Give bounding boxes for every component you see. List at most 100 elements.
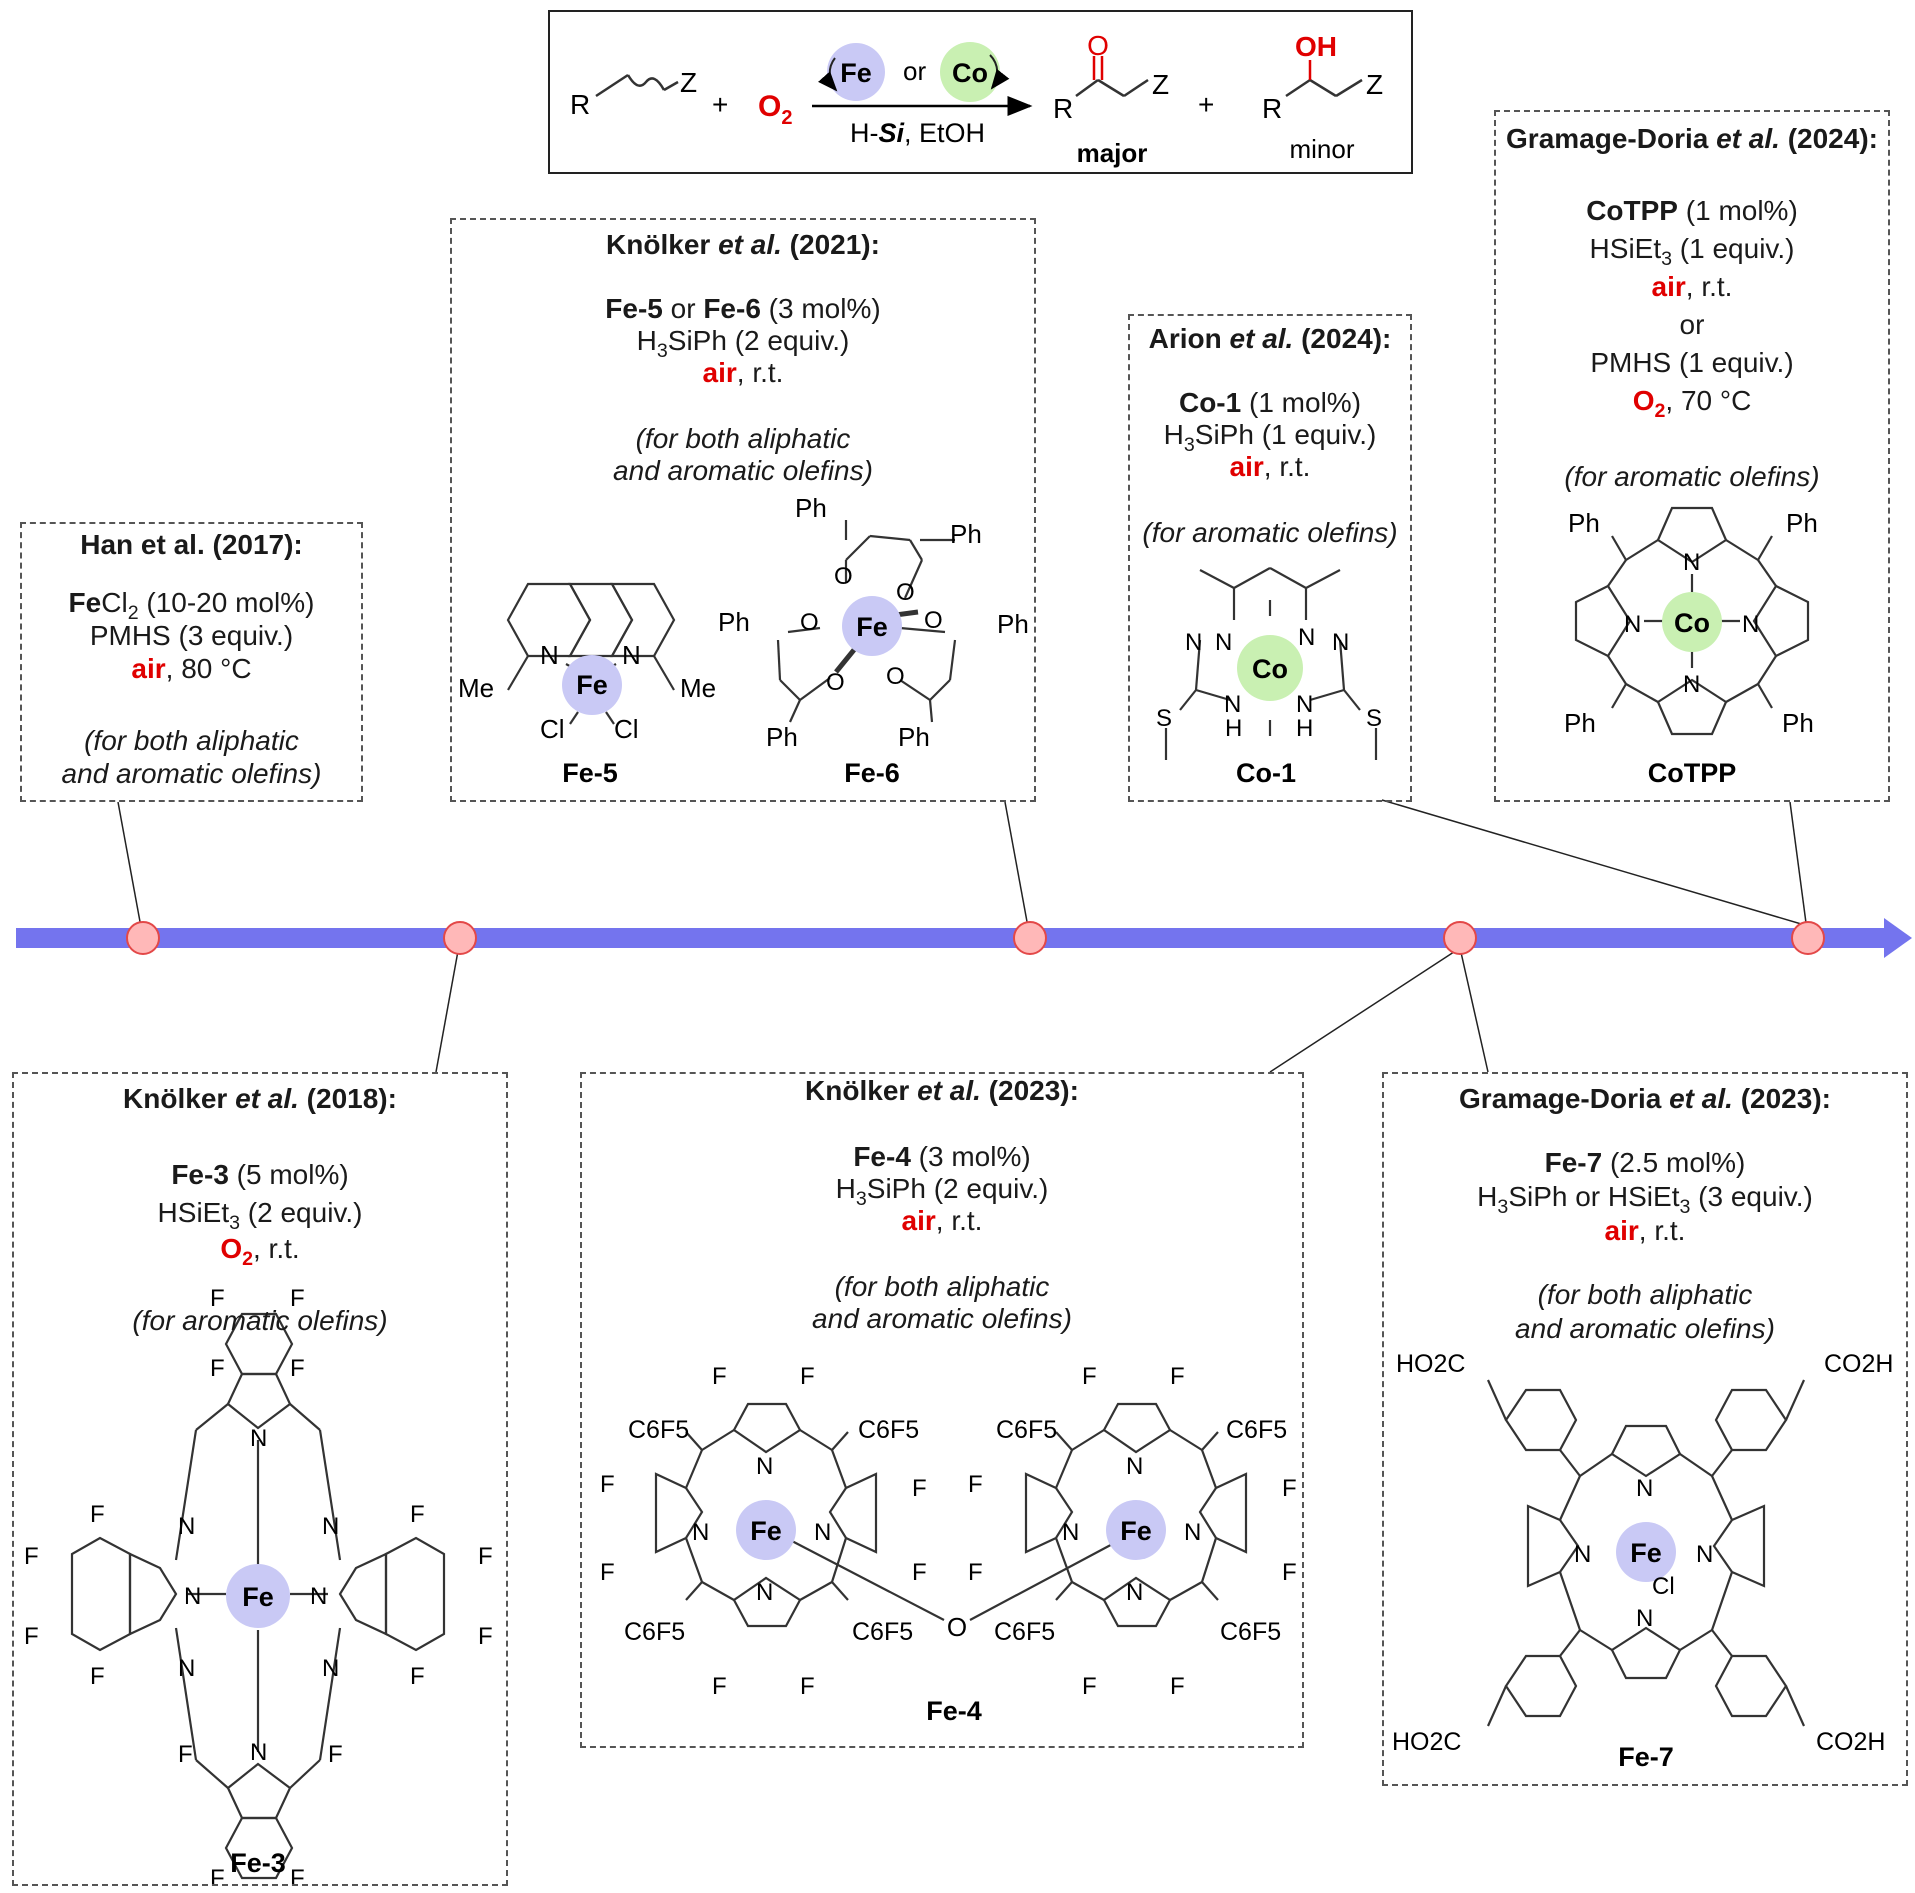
- g2023-si-c: (3 equiv.): [1690, 1181, 1813, 1212]
- g2023-si-a: H: [1477, 1181, 1498, 1212]
- arion-catalyst: Co-1 (1 mol%): [1130, 386, 1410, 419]
- fe7-structure: Fe Cl N N N N HO2C CO2H HO2C CO2H Fe-7: [1392, 1350, 1893, 1772]
- arion-air: air: [1229, 451, 1264, 482]
- fe5-me2: Me: [680, 673, 716, 703]
- g2024-head-c: (2024):: [1779, 123, 1878, 154]
- arion-si-sub: 3: [1183, 434, 1195, 456]
- fe3-f10: F: [24, 1543, 39, 1570]
- k2023-si-sub: 3: [855, 1188, 867, 1210]
- k2018-heading: Knölker et al. (2018):: [14, 1082, 506, 1115]
- fe4-oxo: O: [947, 1612, 967, 1642]
- fe4-f-labels: F F F F F F F F F F F F F F F F: [600, 1363, 1297, 1700]
- alcohol-oh: OH: [1295, 31, 1337, 62]
- fe6-o2: O: [896, 579, 915, 606]
- fe6-fe-label: Fe: [856, 612, 888, 642]
- fe3-n-meso2: N: [322, 1513, 339, 1540]
- g2023-catalyst: Fe-7 (2.5 mol%): [1384, 1146, 1906, 1179]
- fe7-label: Fe-7: [1618, 1742, 1674, 1772]
- cotpp-co-circle: [1662, 592, 1722, 652]
- co1-co-circle: [1237, 635, 1303, 701]
- g2024-loading: (1 mol%): [1677, 195, 1798, 226]
- g2024-cond2: , 70 °C: [1665, 385, 1752, 416]
- fe4-c6f5-2: C6F5: [858, 1416, 919, 1444]
- g2023-head-b: et al.: [1669, 1083, 1733, 1114]
- fe6-label: Fe-6: [844, 758, 900, 788]
- timeline-bar: [16, 928, 1884, 948]
- g2024-si-a: HSiEt: [1589, 233, 1662, 264]
- fe4-f15: F: [1282, 1475, 1297, 1502]
- fe4-fe2-circle: [1106, 1500, 1166, 1560]
- fe6-o3: O: [800, 609, 819, 636]
- k2023-heading: Knölker et al. (2023):: [582, 1074, 1302, 1107]
- g2023-heading: Gramage-Doria et al. (2023):: [1384, 1082, 1906, 1115]
- co-catalyst-circle: [940, 42, 1000, 102]
- co1-n6: N: [1296, 691, 1313, 718]
- arion-head-b: et al.: [1229, 323, 1294, 354]
- fe4-n3: N: [692, 1519, 709, 1546]
- g2023-scope2: and aromatic olefins): [1515, 1313, 1775, 1344]
- ketone-product: [1075, 56, 1149, 98]
- k2023-si-b: SiPh (2 equiv.): [866, 1173, 1049, 1204]
- panel-knolker-2023: Knölker et al. (2023): Fe-4 (3 mol%) H3S…: [580, 1072, 1304, 1748]
- fe6-ph2: Ph: [950, 519, 982, 549]
- k2021-heading: Knölker et al. (2021):: [452, 228, 1034, 261]
- k2021-silane: H3SiPh (2 equiv.): [452, 324, 1034, 362]
- g2024-head-b: et al.: [1716, 123, 1780, 154]
- fe3-label: Fe-3: [230, 1848, 286, 1878]
- fe6-ph5: Ph: [766, 722, 798, 752]
- g2023-scope1: (for both aliphatic: [1537, 1279, 1753, 1310]
- g2024-pmhs: PMHS (1 equiv.): [1590, 347, 1794, 378]
- co1-n4: N: [1332, 629, 1349, 656]
- k2021-catalyst: Fe-5 or Fe-6 (3 mol%): [452, 292, 1034, 325]
- fe4-f13: F: [968, 1471, 983, 1498]
- k2018-cat: Fe-3: [171, 1159, 229, 1190]
- fe3-f11: F: [24, 1623, 39, 1650]
- fe3-f9: F: [90, 1501, 105, 1528]
- k2023-silane: H3SiPh (2 equiv.): [582, 1172, 1302, 1210]
- fe3-f5: F: [178, 1741, 193, 1768]
- fe3-n-left: N: [184, 1583, 201, 1610]
- alcohol-product: [1285, 60, 1363, 98]
- g2024-conditions: air, r.t.: [1496, 270, 1888, 303]
- g2024-catalyst: CoTPP (1 mol%): [1496, 194, 1888, 227]
- oxygen-reagent: O2: [758, 90, 792, 129]
- fe4-c6f5-labels: C6F5 C6F5 C6F5 C6F5 C6F5 C6F5 C6F5 C6F5: [624, 1416, 1287, 1646]
- fe3-n-meso4: N: [322, 1655, 339, 1682]
- arion-silane: H3SiPh (1 equiv.): [1130, 418, 1410, 456]
- arion-cat: Co-1: [1178, 387, 1242, 418]
- cotpp-ph3: Ph: [1564, 708, 1596, 738]
- fe4-c6f5-5: C6F5: [996, 1416, 1057, 1444]
- cotpp-co-label: Co: [1674, 608, 1710, 638]
- g2024-si-b: (1 equiv.): [1672, 233, 1795, 264]
- connector-lines: [117, 799, 1809, 1073]
- fe4-f8: F: [912, 1559, 927, 1586]
- fe3-f1: F: [210, 1355, 225, 1382]
- major-label: major: [1077, 138, 1148, 168]
- g2024-or: or: [1679, 309, 1705, 340]
- fe3-n-bottom: N: [250, 1739, 267, 1766]
- reaction-scheme: R Z + O2 Fe or Co H-Si, EtOH O R Z major…: [548, 10, 1413, 174]
- fe4-c6f5-1: C6F5: [628, 1416, 689, 1444]
- g2023-head-c: (2023):: [1732, 1083, 1831, 1114]
- fe4-c6f5-6: C6F5: [1226, 1416, 1287, 1444]
- k2021-head-a: Knölker: [606, 229, 719, 260]
- arion-si-a: H: [1163, 419, 1184, 450]
- fe5-me1: Me: [458, 673, 494, 703]
- fe3-n-top: N: [250, 1425, 267, 1452]
- co1-h1: H: [1225, 715, 1242, 742]
- g2024-heading: Gramage-Doria et al. (2024):: [1496, 122, 1888, 155]
- fe7-n3: N: [1574, 1541, 1591, 1568]
- k2021-cat-a: Fe-5: [605, 293, 663, 324]
- g2024-silane: HSiEt3 (1 equiv.): [1496, 232, 1888, 270]
- alkene-Z: Z: [680, 67, 697, 98]
- g2023-si-sub: 3: [1497, 1196, 1509, 1218]
- timeline-arrowhead: [1884, 918, 1912, 958]
- arion-scope: (for aromatic olefins): [1142, 517, 1398, 548]
- arion-heading: Arion et al. (2024):: [1130, 322, 1410, 355]
- panel-knolker-2021: Knölker et al. (2021): Fe-5 or Fe-6 (3 m…: [450, 218, 1036, 802]
- timeline-node-2021: [1013, 921, 1047, 955]
- fe4-fe1-circle: [736, 1500, 796, 1560]
- cotpp-label: CoTPP: [1648, 758, 1737, 788]
- fe7-n1: N: [1636, 1475, 1653, 1502]
- fe7-fe-label: Fe: [1630, 1538, 1662, 1568]
